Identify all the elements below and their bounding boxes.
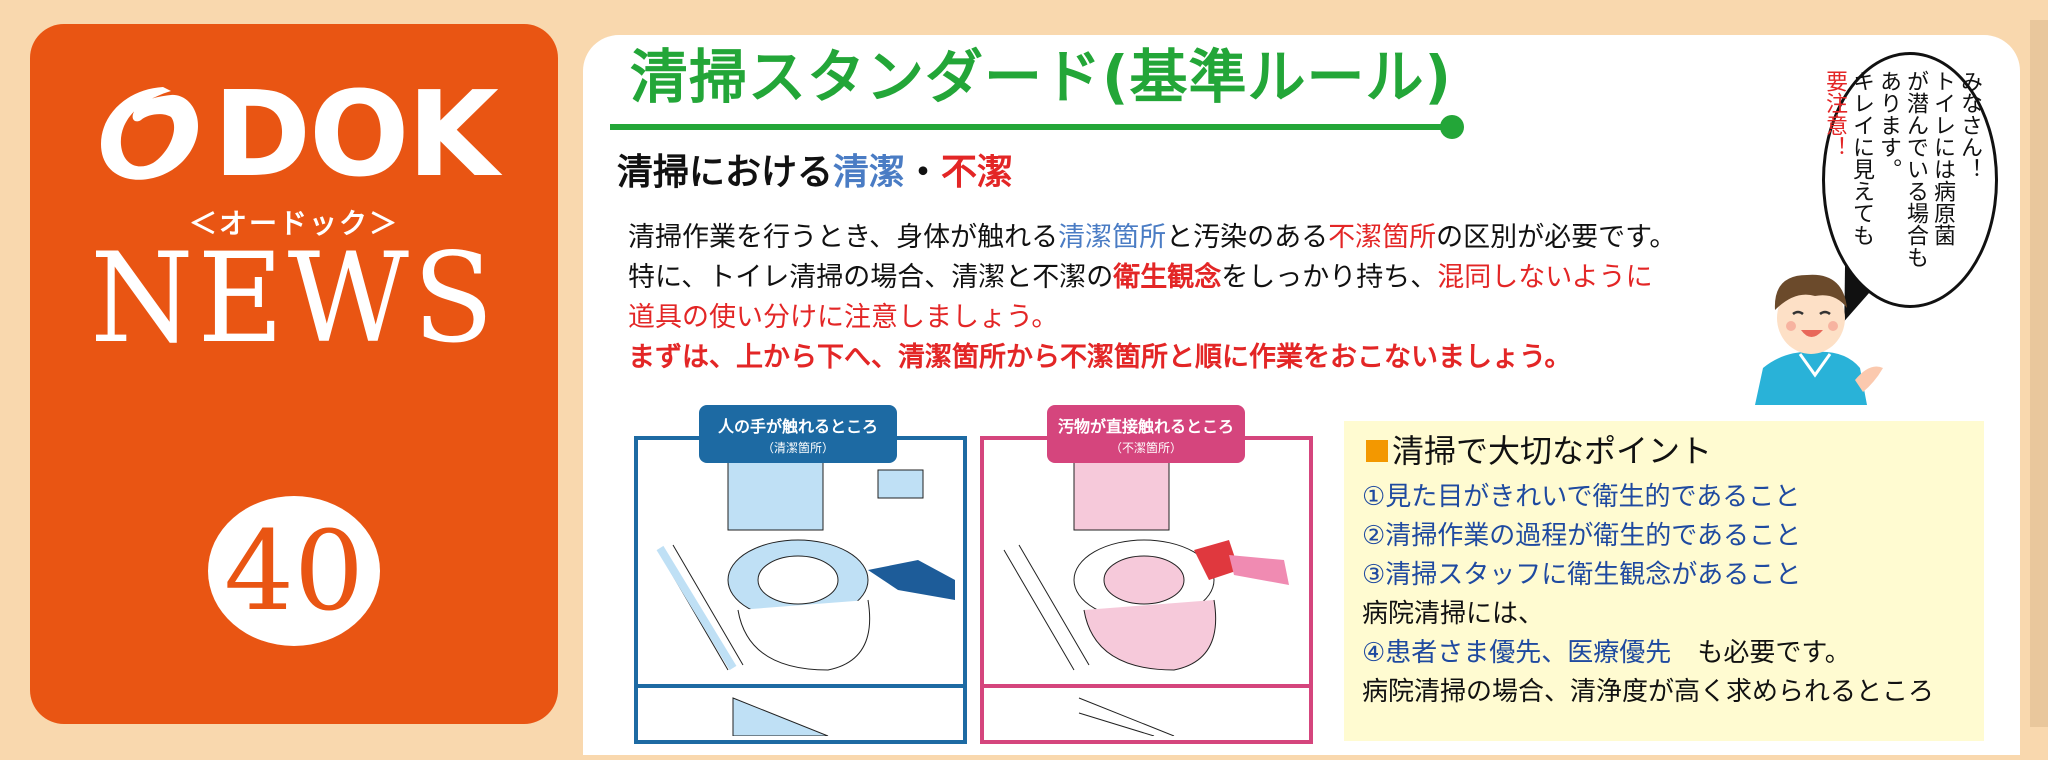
dirty-area-illustration (980, 436, 1313, 744)
key-points-list: ①見た目がきれいで衛生的であること ②清掃作業の過程が衛生的であること ③清掃ス… (1362, 478, 1934, 712)
body-line-3: 道具の使い分けに注意しましょう。 (628, 302, 1059, 333)
section-subtitle: 清掃における清潔・不潔 (617, 155, 1013, 191)
point-item: ①見た目がきれいで衛生的であること (1362, 482, 1801, 512)
key-points-title: 清掃で大切なポイント (1366, 435, 1712, 467)
title-underline (610, 124, 1450, 130)
staff-character-icon (1755, 274, 1883, 405)
text: と汚染のある (1166, 222, 1329, 253)
point-item: ③清掃スタッフに衛生観念があること (1362, 560, 1802, 590)
speech-line: みなさん！ (1957, 70, 1982, 180)
point-item-4-text: ④患者さま優先、医療優先 (1362, 638, 1672, 668)
issue-number: 40 (224, 507, 364, 635)
subtitle-clean: 清潔 (833, 152, 906, 193)
speech-bubble-text: みなさん！ トイレには病原菌 が潜んでいる場合も あります。 キレイに見えても … (1822, 70, 1983, 290)
orange-square-icon (1366, 440, 1388, 462)
text: の区別が必要です。 (1436, 222, 1677, 253)
dirty-label-sub: （不潔箇所） (1109, 441, 1182, 455)
toilet-clean-icon (656, 439, 955, 671)
toilet-dirty-icon (1003, 439, 1289, 671)
clean-area-term: 清潔箇所 (1058, 222, 1167, 253)
point-item: ②清掃作業の過程が衛生的であること (1362, 521, 1802, 551)
hygiene-term: 衛生観念 (1113, 262, 1222, 293)
speech-line: キレイに見えても (1849, 70, 1874, 246)
handrail-dirty-icon (1078, 697, 1175, 736)
clean-label-title: 人の手が触れるところ (717, 417, 878, 436)
dirty-area-label: 汚物が直接触れるところ （不潔箇所） (1047, 405, 1245, 463)
subtitle-dirty: 不潔 (941, 152, 1014, 193)
page-edge (2030, 20, 2048, 727)
caution-text: 混同しないように (1437, 262, 1653, 293)
text: 清掃作業を行うとき、身体が触れる (628, 222, 1059, 253)
speech-line: トイレには病原菌 (1930, 70, 1955, 246)
logo-reading: ＜オードック＞ (188, 207, 399, 240)
handrail-clean-icon (732, 697, 829, 736)
speech-line: あります。 (1876, 70, 1901, 180)
body-line-1: 清掃作業を行うとき、身体が触れる清潔箇所と汚染のある不潔箇所の区別が必要です。 (628, 218, 1676, 258)
clean-label-sub: （清潔箇所） (761, 441, 834, 455)
clean-area-illustration (634, 436, 967, 744)
speech-line: が潜んでいる場合も (1903, 70, 1928, 268)
body-line-4: まずは、上から下へ、清潔箇所から不潔箇所と順に作業をおこないましょう。 (628, 342, 1572, 373)
speech-warning: 要注意！ (1822, 70, 1847, 158)
speech-bubble (1822, 52, 1998, 308)
point-item-4: ④患者さま優先、医療優先 も必要です。 (1362, 634, 1934, 673)
hospital-intro: 病院清掃には、 (1362, 599, 1545, 629)
article-body: 清掃作業を行うとき、身体が触れる清潔箇所と汚染のある不潔箇所の区別が必要です。 … (628, 218, 1676, 378)
logo-text: DOK (213, 65, 499, 203)
panel-divider (638, 684, 963, 688)
cover-panel: DOK ＜オードック＞ NEWS 40 (30, 24, 558, 724)
key-points-title-text: 清掃で大切なポイント (1392, 432, 1713, 470)
issue-number-badge: 40 (208, 496, 380, 646)
text: をしっかり持ち、 (1221, 262, 1438, 293)
body-line-2: 特に、トイレ清掃の場合、清潔と不潔の衛生観念をしっかり持ち、混同しないように (628, 258, 1676, 298)
text: 特に、トイレ清掃の場合、清潔と不潔の (628, 262, 1114, 293)
dirty-label-title: 汚物が直接触れるところ (1057, 417, 1234, 436)
article-title: 清掃スタンダード(基準ルール) (630, 43, 1453, 111)
title-underline-dot (1440, 115, 1464, 139)
odok-logo: DOK (60, 75, 530, 193)
subtitle-prefix: 清掃における (617, 152, 834, 193)
clean-area-label: 人の手が触れるところ （清潔箇所） (699, 405, 897, 463)
swoosh-o-icon (101, 87, 199, 180)
news-heading: NEWS (90, 225, 498, 371)
subtitle-dot: ・ (905, 152, 942, 193)
dirty-area-term: 不潔箇所 (1328, 222, 1437, 253)
point-item-4-suffix: も必要です。 (1671, 638, 1851, 668)
key-points-box: 清掃で大切なポイント ①見た目がきれいで衛生的であること ②清掃作業の過程が衛生… (1344, 421, 1984, 741)
closing-text: 病院清掃の場合、清浄度が高く求められるところ (1362, 677, 1935, 707)
panel-divider (984, 684, 1309, 688)
